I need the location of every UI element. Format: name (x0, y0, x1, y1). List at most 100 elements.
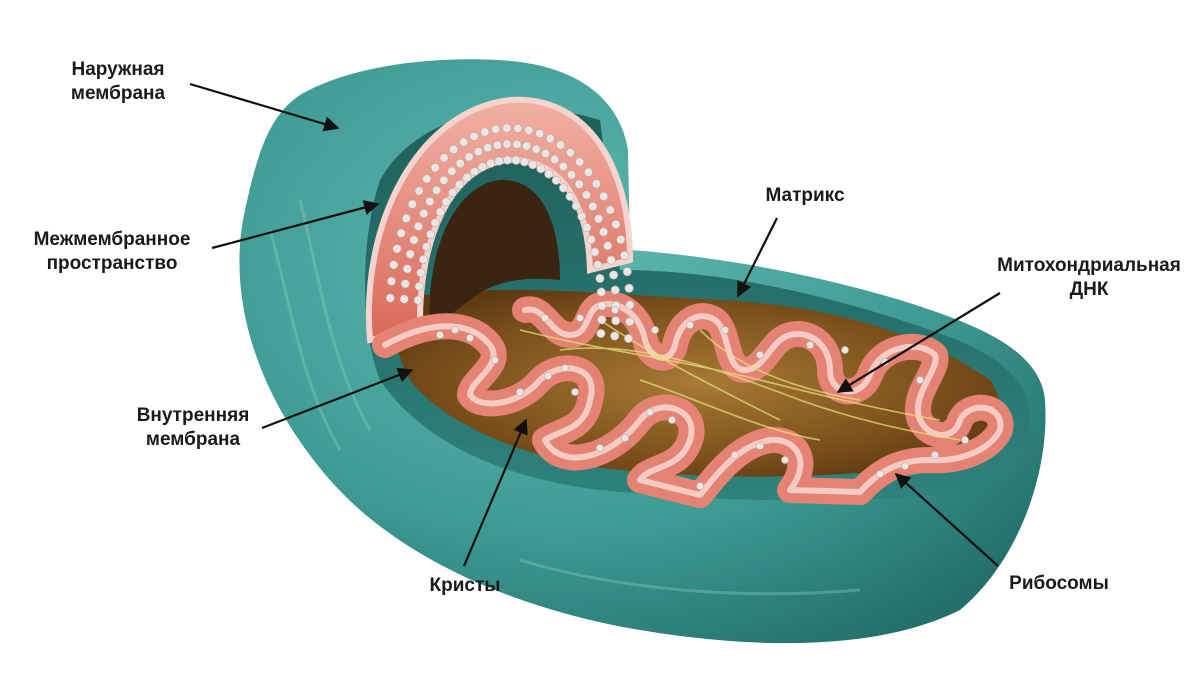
granule (469, 167, 479, 177)
arrow-mito-dna (836, 292, 1001, 393)
granule (422, 174, 432, 184)
granule (477, 162, 487, 172)
granule (418, 255, 428, 265)
granule (576, 314, 584, 322)
granule (416, 268, 426, 278)
granule (686, 321, 694, 329)
arrow-ribosomes (894, 472, 999, 567)
granule (422, 242, 432, 252)
granule (473, 147, 483, 157)
granule (436, 331, 444, 339)
granule (492, 140, 502, 150)
granule (441, 197, 451, 207)
granule (558, 183, 568, 193)
granule (392, 244, 402, 254)
granule (551, 175, 561, 185)
granule (491, 356, 499, 364)
granule (610, 285, 620, 295)
granule (385, 293, 395, 303)
granule (841, 346, 849, 354)
granule (597, 301, 607, 311)
granule (544, 372, 552, 380)
granule (519, 157, 529, 167)
cristae-rims (382, 301, 1004, 498)
granule (522, 141, 532, 151)
granule (599, 227, 609, 237)
granule (567, 170, 577, 180)
granule (541, 149, 551, 159)
granule (400, 279, 410, 289)
dna-strands (519, 319, 961, 441)
label-matrix: Матрикс (765, 185, 845, 206)
label-outer-membrane: Наружная мембрана (70, 59, 166, 104)
granule (414, 281, 424, 291)
granule (574, 179, 584, 189)
granule (756, 442, 764, 450)
granule (486, 158, 496, 168)
granule (561, 364, 569, 372)
granule (621, 434, 629, 442)
arrow-matrix (737, 217, 778, 298)
granule (419, 209, 429, 219)
granule (876, 470, 884, 478)
granule (464, 152, 474, 162)
granule (588, 201, 598, 211)
granule (502, 139, 512, 149)
granule (606, 255, 616, 265)
granule (556, 140, 566, 150)
granule (597, 315, 607, 325)
granule (961, 436, 969, 444)
granule (571, 201, 581, 211)
label-intermembrane-space: Межмембранное пространство (33, 229, 191, 274)
granule (594, 214, 604, 224)
label-inner-membrane: Внутренняя мембрана (136, 405, 250, 450)
granule (491, 124, 501, 134)
arch-tunnel (429, 179, 560, 330)
granule (439, 175, 449, 185)
arrow-intermembrane (211, 200, 380, 250)
granule (413, 295, 423, 305)
granule (609, 270, 619, 280)
label-cristae: Кристы (429, 575, 501, 596)
granule (513, 123, 523, 133)
granule (516, 388, 524, 396)
granule (451, 326, 459, 334)
granule (756, 351, 764, 359)
granule (401, 213, 411, 223)
granule (426, 229, 436, 239)
granule (503, 155, 513, 165)
granule (646, 408, 654, 416)
granule (565, 148, 575, 158)
granule (599, 191, 609, 201)
granule (389, 260, 399, 270)
granule (536, 164, 546, 174)
granule (611, 316, 621, 326)
granule (455, 158, 465, 168)
granule (625, 317, 635, 327)
granule (462, 173, 472, 183)
granule (616, 235, 626, 245)
granule (916, 376, 924, 384)
granule (425, 196, 435, 206)
arrow-cristae (462, 418, 528, 567)
granule (577, 211, 587, 221)
granules (385, 123, 969, 490)
granule (402, 264, 412, 274)
granule (605, 205, 615, 215)
arrow-inner-membrane (261, 367, 414, 430)
granule (624, 333, 634, 343)
granule (581, 190, 591, 200)
granule (430, 163, 440, 173)
granule (611, 219, 621, 229)
shell-highlights (268, 199, 861, 596)
granule (591, 179, 601, 189)
granule (535, 129, 545, 139)
granule (603, 241, 613, 251)
granule (596, 444, 604, 452)
granule (545, 134, 555, 144)
granule (651, 326, 659, 334)
leader-lines (189, 82, 1001, 567)
granule (399, 294, 409, 304)
